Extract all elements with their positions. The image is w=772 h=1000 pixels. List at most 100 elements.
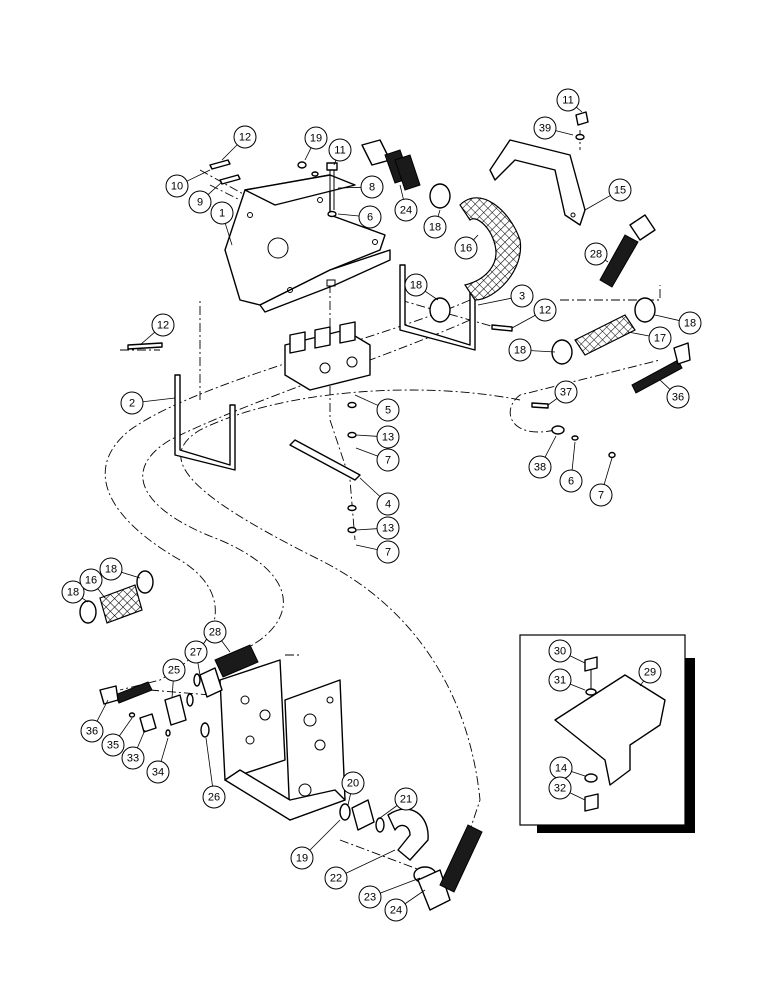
callout-circle bbox=[678, 311, 702, 335]
callout-label: 16 bbox=[460, 243, 472, 255]
callout-c7a: 7 bbox=[355, 447, 400, 472]
leader-line bbox=[333, 160, 337, 166]
leader-line bbox=[81, 597, 89, 603]
callout-circle bbox=[454, 236, 478, 260]
callout-c23: 23 bbox=[358, 877, 421, 909]
callout-c18d: 18 bbox=[654, 311, 702, 335]
leader-line bbox=[186, 169, 211, 182]
callout-c27: 27 bbox=[184, 640, 208, 676]
callout-label: 12 bbox=[239, 132, 251, 144]
callout-label: 9 bbox=[197, 197, 203, 209]
leader-line bbox=[654, 314, 680, 321]
callout-label: 19 bbox=[296, 853, 308, 865]
bracket-part-2 bbox=[174, 374, 236, 471]
callout-label: 14 bbox=[555, 763, 567, 775]
leader-line bbox=[569, 792, 586, 801]
callout-circle bbox=[510, 284, 534, 308]
callout-label: 6 bbox=[367, 212, 373, 224]
callout-label: 18 bbox=[514, 345, 526, 357]
callout-circle bbox=[394, 787, 418, 811]
callout-c18a: 18 bbox=[423, 209, 447, 239]
leader-line bbox=[221, 144, 238, 161]
leader-line bbox=[355, 544, 378, 551]
callout-c24b: 24 bbox=[384, 889, 426, 922]
leader-line bbox=[171, 680, 174, 699]
callout-label: 28 bbox=[209, 627, 221, 639]
callout-c39: 39 bbox=[533, 116, 574, 140]
leader-line bbox=[659, 379, 671, 390]
callout-c33: 33 bbox=[121, 729, 146, 770]
callout-label: 38 bbox=[534, 462, 546, 474]
callout-label: 39 bbox=[539, 123, 551, 135]
leader-line bbox=[119, 717, 133, 737]
callout-circle bbox=[184, 640, 208, 664]
callout-label: 13 bbox=[382, 523, 394, 535]
callout-c28a: 28 bbox=[584, 242, 609, 266]
leader-line bbox=[359, 477, 381, 497]
callout-c16a: 16 bbox=[454, 234, 479, 260]
callout-circle bbox=[61, 580, 85, 604]
callout-label: 20 bbox=[347, 778, 359, 790]
callout-circle bbox=[358, 885, 382, 909]
leader-line bbox=[337, 186, 362, 189]
callout-label: 30 bbox=[554, 646, 566, 658]
callout-circle bbox=[556, 88, 580, 112]
callout-label: 29 bbox=[644, 667, 656, 679]
callout-c13a: 13 bbox=[355, 425, 400, 449]
callout-circle bbox=[533, 116, 557, 140]
callout-circle bbox=[404, 273, 428, 297]
callout-circle bbox=[638, 660, 662, 684]
callout-c16b: 16 bbox=[79, 568, 106, 599]
hose-part-36-left bbox=[99, 681, 153, 705]
leader-line bbox=[205, 737, 213, 787]
callout-circle bbox=[304, 126, 328, 150]
leader-line bbox=[571, 771, 586, 777]
callout-label: 7 bbox=[598, 490, 604, 502]
callout-c32: 32 bbox=[548, 776, 586, 801]
callout-c17: 17 bbox=[627, 326, 672, 350]
callout-circle bbox=[188, 190, 212, 214]
callout-label: 28 bbox=[590, 249, 602, 261]
callout-c12b: 12 bbox=[511, 298, 557, 329]
callout-c18b: 18 bbox=[404, 273, 439, 301]
leader-line bbox=[570, 683, 586, 691]
callout-circle bbox=[233, 125, 257, 149]
leader-line bbox=[379, 805, 398, 819]
callout-c31: 31 bbox=[548, 668, 586, 692]
callout-c10: 10 bbox=[165, 169, 211, 198]
callout-c13b: 13 bbox=[355, 516, 400, 540]
leader-line bbox=[424, 290, 439, 301]
callout-label: 12 bbox=[539, 305, 551, 317]
callout-circle bbox=[508, 338, 532, 362]
callout-circle bbox=[384, 898, 408, 922]
leader-line bbox=[639, 680, 644, 687]
callout-label: 18 bbox=[684, 318, 696, 330]
callout-label: 23 bbox=[364, 892, 376, 904]
callout-circle bbox=[554, 380, 578, 404]
callout-label: 33 bbox=[127, 753, 139, 765]
callout-label: 36 bbox=[672, 392, 684, 404]
callout-label: 1 bbox=[219, 208, 225, 220]
leader-line bbox=[96, 699, 109, 722]
leader-line bbox=[584, 195, 611, 211]
bolt-part-8 bbox=[326, 162, 338, 218]
callout-c11a: 11 bbox=[556, 88, 583, 113]
callout-c9: 9 bbox=[188, 181, 223, 214]
callout-label: 8 bbox=[369, 182, 375, 194]
callout-c12c: 12 bbox=[139, 313, 175, 346]
callout-label: 3 bbox=[519, 291, 525, 303]
callout-circle bbox=[394, 198, 418, 222]
callout-c21: 21 bbox=[379, 787, 418, 819]
leader-line bbox=[569, 655, 586, 664]
leader-line bbox=[530, 350, 556, 353]
callout-c28b: 28 bbox=[203, 620, 231, 653]
leader-line bbox=[404, 889, 426, 905]
leader-line bbox=[604, 259, 609, 263]
callout-circle bbox=[533, 298, 557, 322]
callout-c18e: 18 bbox=[61, 580, 89, 604]
hose-part-28-upper bbox=[599, 214, 656, 288]
leader-line bbox=[571, 441, 576, 471]
bracket-part-15 bbox=[489, 139, 586, 226]
leader-line bbox=[136, 729, 146, 749]
